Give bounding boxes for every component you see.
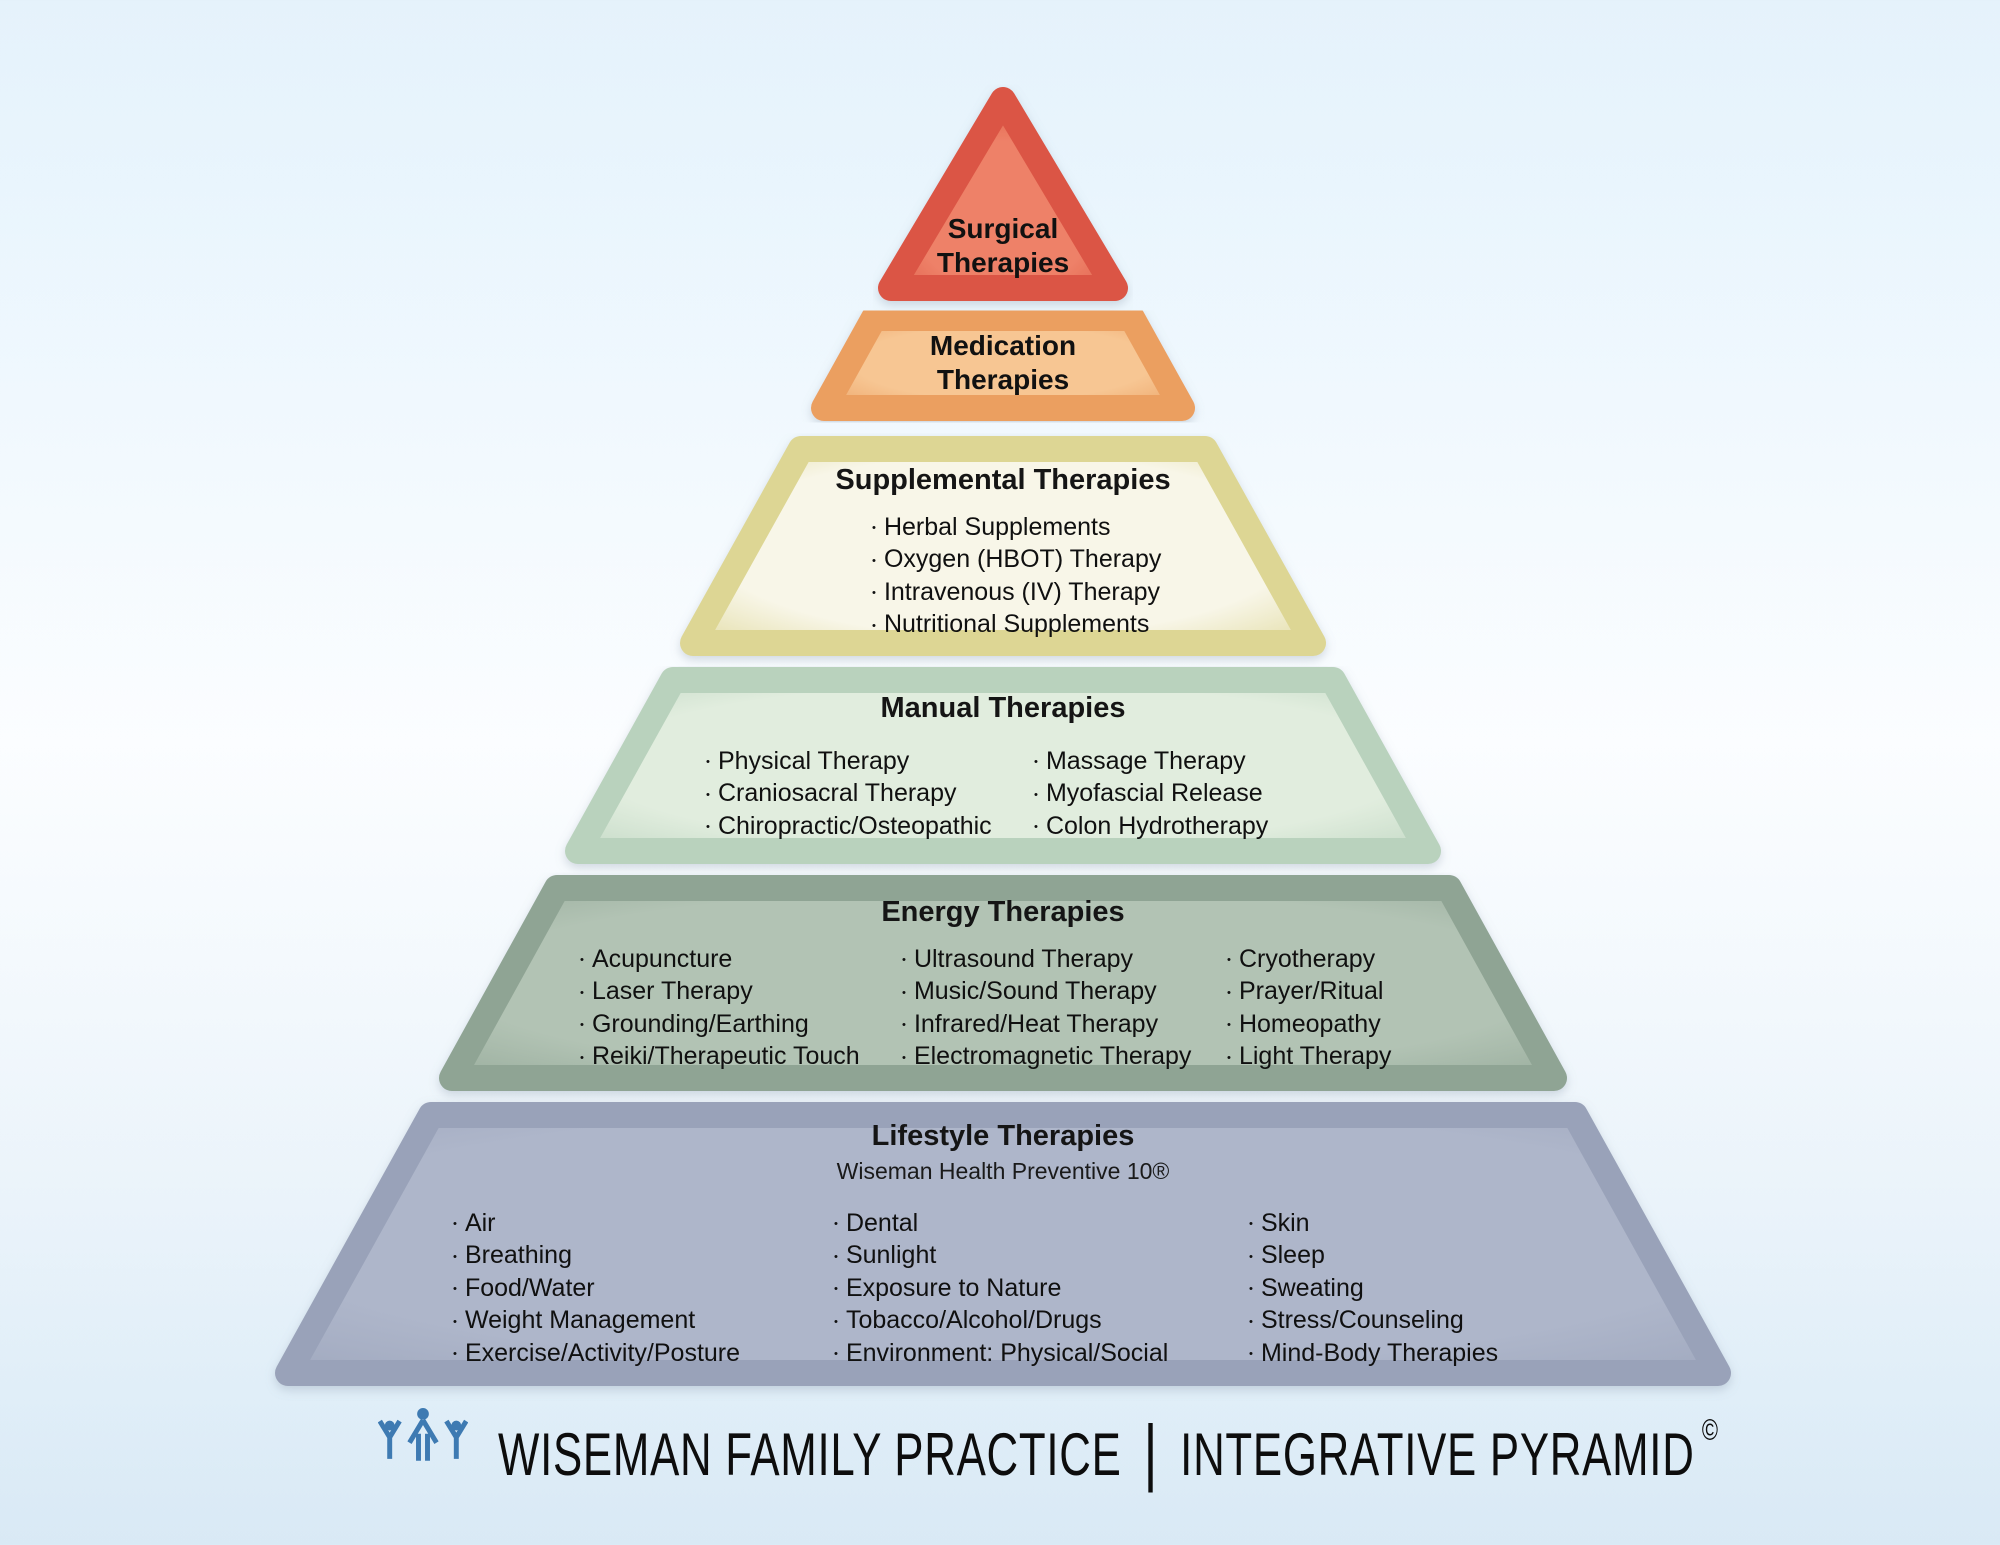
list-item: Ultrasound Therapy [902, 944, 1191, 976]
list-item: Myofascial Release [1034, 778, 1268, 810]
list-item: Music/Sound Therapy [902, 976, 1191, 1008]
energy-heading: Energy Therapies [881, 896, 1125, 928]
list-item: Exercise/Activity/Posture [453, 1338, 740, 1370]
surgical-label-line1: Surgical [947, 213, 1059, 244]
list-item: Air [453, 1208, 740, 1240]
lifestyle-column-2: Dental Sunlight Exposure to Nature Tobac… [834, 1208, 1168, 1370]
list-item: Mind-Body Therapies [1249, 1338, 1498, 1370]
list-item: Massage Therapy [1034, 746, 1268, 778]
medication-label-line2: Therapies [936, 364, 1070, 395]
energy-column-3: Cryotherapy Prayer/Ritual Homeopathy Lig… [1227, 944, 1391, 1074]
list-item: Physical Therapy [706, 746, 992, 778]
surgical-label: Surgical Therapies [878, 212, 1128, 280]
footer-wordmark: WISEMAN FAMILY PRACTICE | INTEGRATIVE PY… [498, 1409, 2000, 1496]
list-item: Oxygen (HBOT) Therapy [872, 544, 1161, 576]
list-item: Laser Therapy [580, 976, 860, 1008]
product-name: INTEGRATIVE PYRAMID [1180, 1420, 1695, 1488]
list-item: Reiki/Therapeutic Touch [580, 1041, 860, 1073]
manual-column-2: Massage Therapy Myofascial Release Colon… [1034, 746, 1268, 843]
medication-label: Medication Therapies [853, 329, 1153, 397]
list-item: Nutritional Supplements [872, 609, 1161, 641]
list-item: Environment: Physical/Social [834, 1338, 1168, 1370]
energy-column-2: Ultrasound Therapy Music/Sound Therapy I… [902, 944, 1191, 1074]
list-item: Sunlight [834, 1240, 1168, 1272]
energy-column-1: Acupuncture Laser Therapy Grounding/Eart… [580, 944, 860, 1074]
level-surgical-shape [878, 87, 1128, 301]
list-item: Prayer/Ritual [1227, 976, 1391, 1008]
supplemental-heading: Supplemental Therapies [835, 464, 1171, 496]
list-item: Herbal Supplements [872, 512, 1161, 544]
list-item: Grounding/Earthing [580, 1009, 860, 1041]
manual-column-1: Physical Therapy Craniosacral Therapy Ch… [706, 746, 992, 843]
lifestyle-heading: Lifestyle Therapies [871, 1120, 1135, 1152]
level-medication-shape [811, 305, 1195, 421]
list-item: Craniosacral Therapy [706, 778, 992, 810]
copyright-symbol: © [1701, 1414, 1719, 1447]
supplemental-list: Herbal Supplements Oxygen (HBOT) Therapy… [872, 512, 1161, 642]
list-item: Exposure to Nature [834, 1273, 1168, 1305]
family-figures-icon [377, 1408, 469, 1461]
list-item: Dental [834, 1208, 1168, 1240]
list-item: Light Therapy [1227, 1041, 1391, 1073]
divider-bar: | [1143, 1409, 1159, 1493]
list-item: Infrared/Heat Therapy [902, 1009, 1191, 1041]
list-item: Tobacco/Alcohol/Drugs [834, 1305, 1168, 1337]
list-item: Sweating [1249, 1273, 1498, 1305]
list-item: Cryotherapy [1227, 944, 1391, 976]
list-item: Stress/Counseling [1249, 1305, 1498, 1337]
footer-logo [377, 1408, 469, 1472]
list-item: Chiropractic/Osteopathic [706, 811, 992, 843]
list-item: Acupuncture [580, 944, 860, 976]
list-item: Weight Management [453, 1305, 740, 1337]
surgical-label-line2: Therapies [936, 247, 1070, 278]
logo-heads [384, 1408, 462, 1431]
lifestyle-column-1: Air Breathing Food/Water Weight Manageme… [453, 1208, 740, 1370]
list-item: Skin [1249, 1208, 1498, 1240]
medication-label-line1: Medication [929, 330, 1077, 361]
brand-name: WISEMAN FAMILY PRACTICE [498, 1420, 1122, 1488]
list-item: Intravenous (IV) Therapy [872, 577, 1161, 609]
list-item: Food/Water [453, 1273, 740, 1305]
list-item: Sleep [1249, 1240, 1498, 1272]
lifestyle-subtitle: Wiseman Health Preventive 10® [836, 1158, 1170, 1184]
list-item: Electromagnetic Therapy [902, 1041, 1191, 1073]
list-item: Colon Hydrotherapy [1034, 811, 1268, 843]
manual-heading: Manual Therapies [880, 692, 1126, 724]
logo-strokes [377, 1418, 469, 1461]
list-item: Breathing [453, 1240, 740, 1272]
lifestyle-column-3: Skin Sleep Sweating Stress/Counseling Mi… [1249, 1208, 1498, 1370]
list-item: Homeopathy [1227, 1009, 1391, 1041]
